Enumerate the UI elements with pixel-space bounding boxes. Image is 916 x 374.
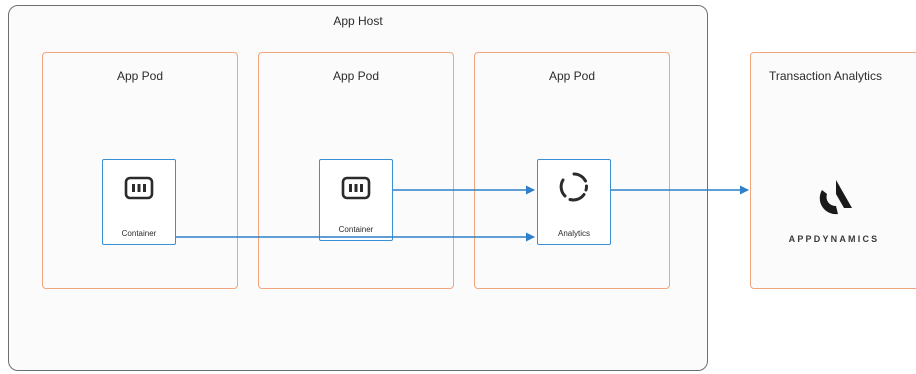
analytics-box-label: Analytics (557, 229, 590, 238)
app-pod-1-title: App Pod (116, 69, 164, 83)
container-icon (124, 176, 154, 200)
analytics-box: Analytics (537, 159, 611, 245)
app-pod-1: App Pod (42, 52, 238, 289)
container-box-2-label: Container (338, 225, 374, 234)
app-pod-2-title: App Pod (332, 69, 380, 83)
transaction-analytics-title: Transaction Analytics (769, 69, 882, 83)
container-box-1-label: Container (121, 229, 157, 238)
container-icon (341, 176, 371, 200)
app-pod-3-title: App Pod (548, 69, 596, 83)
appdynamics-wordmark: APPDYNAMICS (788, 234, 880, 244)
appdynamics-logo-icon (819, 180, 852, 215)
transaction-analytics-panel: Transaction Analytics (750, 52, 916, 289)
app-host-title: App Host (333, 14, 383, 28)
container-box-2: Container (319, 159, 393, 241)
analytics-ring-icon (559, 172, 589, 202)
container-box-1: Container (102, 159, 176, 245)
